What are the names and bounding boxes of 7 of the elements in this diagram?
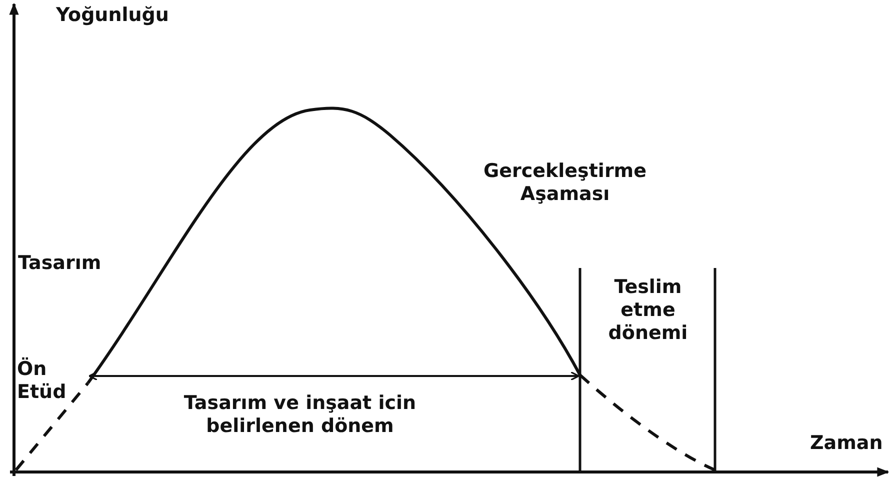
phase-label: Ön Etüd <box>17 358 68 404</box>
phase-label: Gercekleştirme Aşaması <box>482 160 648 206</box>
phase-label: Teslim etme dönemi <box>607 276 689 345</box>
axis-title: Yoğunluğu <box>56 4 170 27</box>
period-label: Tasarım ve inşaat icin belirlenen dönem <box>182 392 418 438</box>
axis-title: Zaman <box>810 432 884 455</box>
phase-label: Tasarım <box>18 252 102 275</box>
